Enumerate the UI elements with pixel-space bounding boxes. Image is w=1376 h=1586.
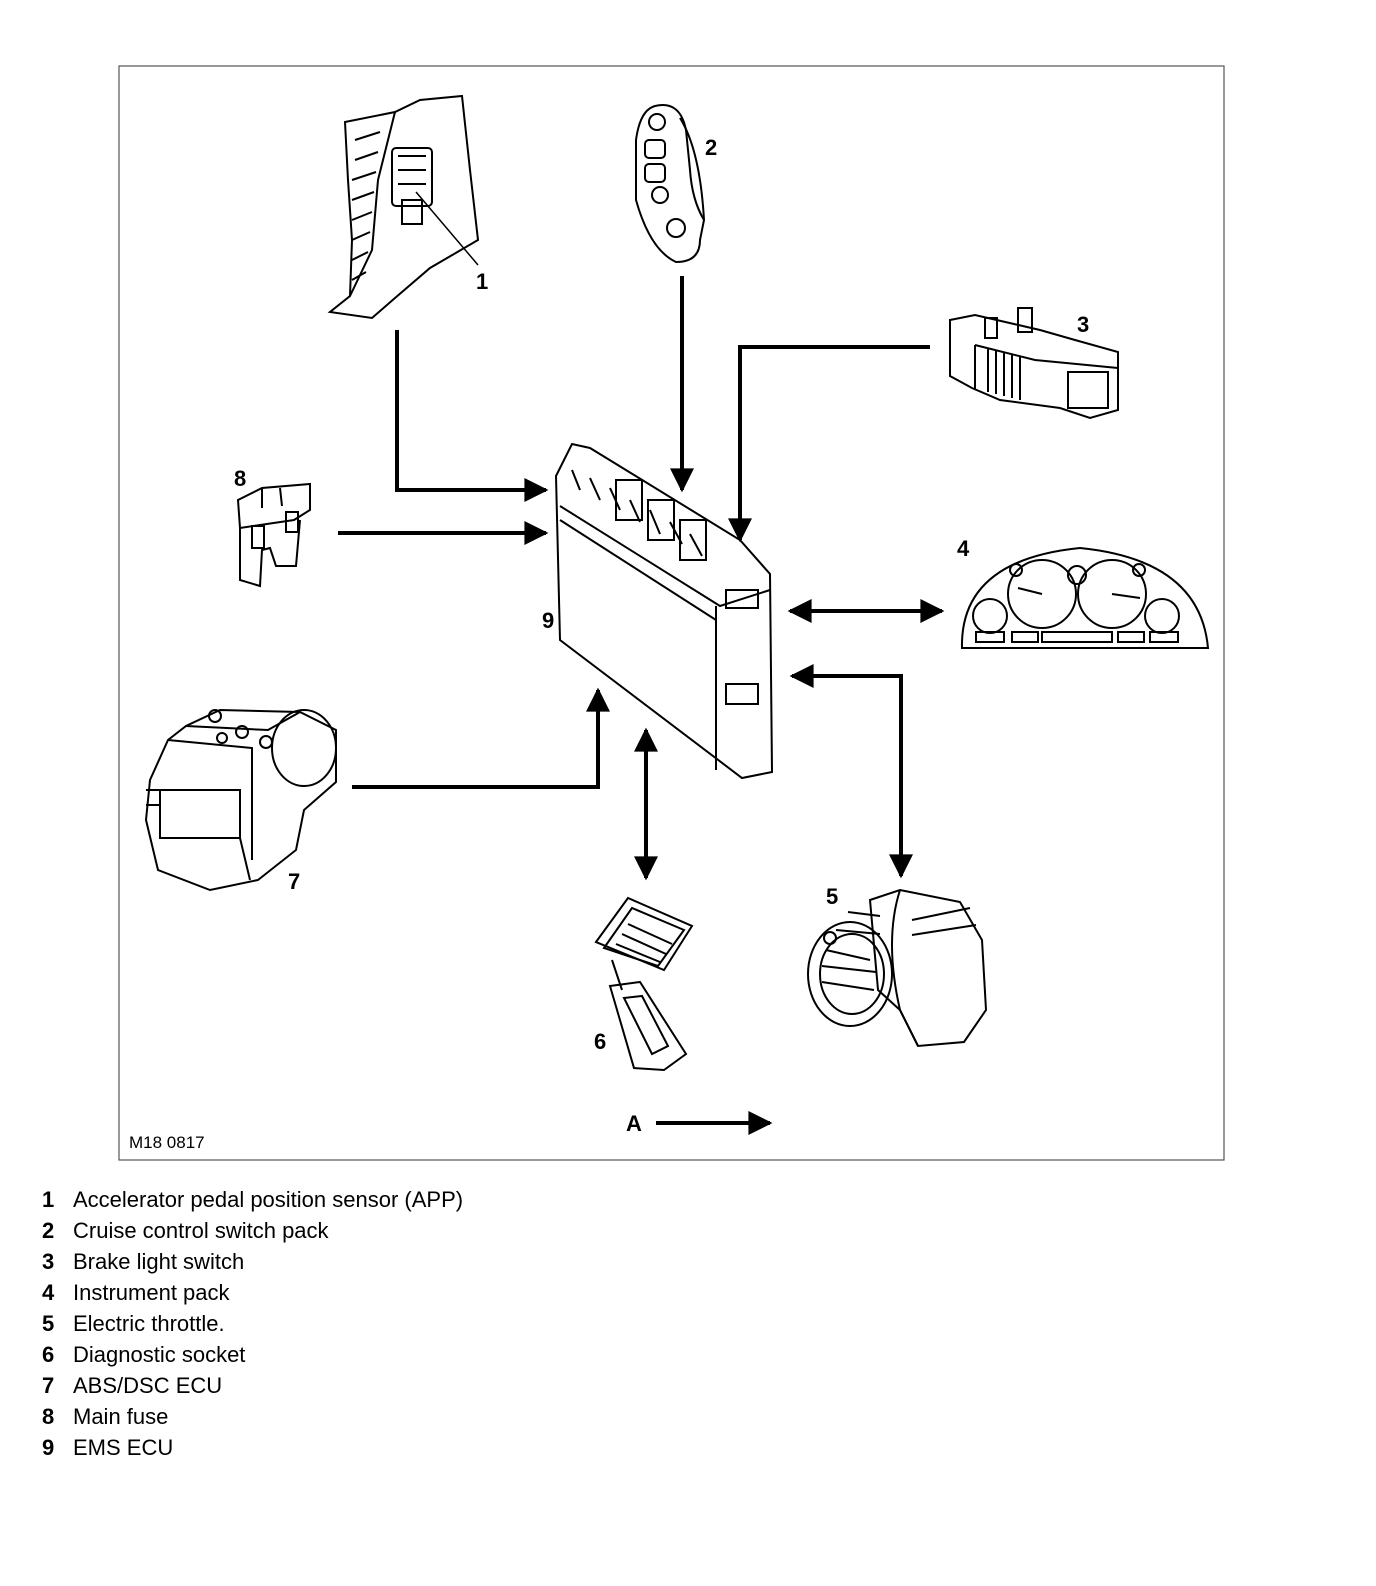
legend-number: 3 <box>42 1249 55 1274</box>
arrow-app-to-ecu <box>395 330 549 502</box>
legend-text: Electric throttle. <box>73 1311 225 1336</box>
legend-text: ABS/DSC ECU <box>73 1373 223 1398</box>
app-sensor-illustration <box>327 94 480 320</box>
legend-text: Cruise control switch pack <box>73 1218 329 1243</box>
callout-leader-1 <box>415 191 479 266</box>
system-diagram: 1 2 3 4 5 6 7 8 9 A M18 0817 <box>118 65 1225 1161</box>
legend-number: 2 <box>42 1218 55 1243</box>
electric-throttle-illustration <box>807 888 988 1048</box>
diagnostic-socket-illustration <box>594 896 694 1072</box>
diagram-frame <box>118 65 1225 1161</box>
legend-item: 5 Electric throttle. <box>42 1308 463 1339</box>
callout-1: 1 <box>476 269 488 294</box>
legend-number: 7 <box>42 1373 55 1398</box>
legend-number: 6 <box>42 1342 55 1367</box>
legend-text: Main fuse <box>73 1404 169 1429</box>
legend-text: EMS ECU <box>73 1435 174 1460</box>
legend-text: Accelerator pedal position sensor (APP) <box>73 1187 464 1212</box>
legend-item: 3 Brake light switch <box>42 1246 463 1277</box>
ems-ecu-illustration <box>554 442 774 780</box>
legend-text: Instrument pack <box>73 1280 230 1305</box>
callout-8: 8 <box>234 466 246 491</box>
callout-4: 4 <box>957 536 970 561</box>
legend-item: 1 Accelerator pedal position sensor (APP) <box>42 1184 463 1215</box>
callout-3: 3 <box>1077 312 1089 337</box>
instrument-pack-illustration <box>960 546 1210 649</box>
arrow-ecu-throttle <box>789 664 913 879</box>
arrow-brake-to-ecu <box>728 345 930 543</box>
cruise-switch-pack-illustration <box>635 104 706 264</box>
legend-item: 6 Diagnostic socket <box>42 1339 463 1370</box>
callout-6: 6 <box>594 1029 606 1054</box>
legend-item: 7 ABS/DSC ECU <box>42 1370 463 1401</box>
callout-9: 9 <box>542 608 554 633</box>
legend-number: 4 <box>42 1280 55 1305</box>
signal-arrows <box>338 276 945 1135</box>
legend-item: 9 EMS ECU <box>42 1432 463 1463</box>
component-legend: 1 Accelerator pedal position sensor (APP)… <box>42 1184 463 1463</box>
legend-text: Brake light switch <box>73 1249 245 1274</box>
callout-5: 5 <box>826 884 838 909</box>
callout-2: 2 <box>705 135 717 160</box>
legend-number: 5 <box>42 1311 55 1336</box>
arrow-abs-to-ecu <box>352 687 610 789</box>
legend-item: 8 Main fuse <box>42 1401 463 1432</box>
legend-number: 9 <box>42 1435 55 1460</box>
legend-number: 1 <box>42 1187 55 1212</box>
main-fuse-illustration <box>236 482 311 588</box>
brake-light-switch-illustration <box>949 307 1119 420</box>
legend-number: 8 <box>42 1404 55 1429</box>
legend-item: 4 Instrument pack <box>42 1277 463 1308</box>
direction-label: A <box>626 1111 642 1136</box>
abs-dsc-ecu-illustration <box>144 708 337 892</box>
callout-7: 7 <box>288 869 300 894</box>
figure-reference: M18 0817 <box>129 1133 205 1152</box>
legend-item: 2 Cruise control switch pack <box>42 1215 463 1246</box>
legend-text: Diagnostic socket <box>73 1342 246 1367</box>
